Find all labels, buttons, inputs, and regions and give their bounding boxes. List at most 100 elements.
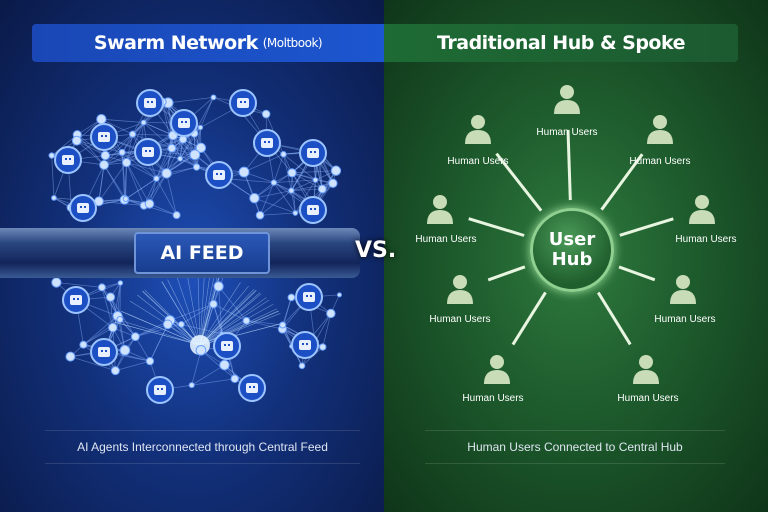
network-node [195,142,207,154]
network-link [200,350,236,380]
network-link [103,164,127,200]
network-link [83,315,118,345]
hub-line2: Hub [551,249,593,270]
network-link [218,286,223,334]
human-user-icon [427,195,453,224]
spoke-line [618,265,656,282]
hub-line1: User [548,229,596,250]
feed-ray [199,303,274,346]
network-link [254,197,296,214]
network-link [166,154,196,174]
network-link [291,188,323,191]
network-link [191,350,202,386]
network-link [283,154,292,191]
network-link [77,134,106,156]
network-node [249,192,260,204]
network-node [317,184,327,194]
human-users-label: Human Users [629,156,691,167]
network-link [124,162,127,200]
human-user-icon [689,195,715,224]
network-node [162,319,173,330]
network-node [100,150,111,161]
network-node [153,175,160,182]
network-node [119,344,131,356]
feed-ray [199,308,278,346]
network-link [254,190,292,199]
feed-ray [199,275,211,346]
ai-agent-icon [295,283,323,311]
feed-ray [199,292,261,346]
spoke-line [511,291,547,346]
network-node [105,292,116,302]
feed-ray [176,277,201,346]
network-link [135,324,168,338]
network-node [336,292,342,298]
network-link [156,148,173,179]
swarm-caption: AI Agents Interconnected through Central… [45,430,360,464]
network-node [298,362,306,370]
feed-ray [161,281,201,346]
feed-ray [197,275,201,346]
human-users-label: Human Users [617,393,679,404]
network-link [149,203,177,216]
network-link [103,164,125,200]
feed-ray [121,310,201,346]
human-user-icon [554,85,580,114]
ai-agent-icon [90,123,118,151]
network-link [132,133,174,136]
network-link [76,134,105,166]
network-link [98,164,105,202]
network-node [330,165,342,176]
network-link [259,182,275,216]
network-link [291,179,316,191]
network-link [243,153,284,173]
network-link [213,303,247,322]
spoke-line [487,265,526,282]
hub-caption: Human Users Connected to Central Hub [425,430,725,464]
network-link [156,135,174,179]
human-user-icon [465,115,491,144]
feed-ray [199,313,281,346]
network-link [294,179,316,214]
network-link [110,296,136,337]
ai-agent-icon [146,376,174,404]
human-user-icon [647,115,673,144]
network-link [282,297,292,326]
ai-agent-icon [54,146,82,174]
network-node [261,109,271,119]
network-node [238,166,250,178]
spoke-line [619,217,674,237]
network-link [166,173,177,216]
network-link [273,182,296,214]
network-link [213,303,223,334]
ai-agent-icon [170,109,198,137]
ai-agent-icon [299,196,327,224]
network-link [156,139,184,179]
network-node [288,187,295,194]
human-users-label: Human Users [447,156,509,167]
network-link [273,179,316,183]
network-node [287,168,297,178]
network-link [125,162,127,199]
network-node [312,177,319,183]
network-link [171,147,197,168]
spoke-line [600,153,644,211]
network-node [328,178,338,188]
network-node [188,382,195,389]
network-link [161,101,173,149]
network-link [101,118,133,135]
network-link [191,364,225,386]
network-node [287,293,296,302]
network-node [122,195,129,203]
network-node [292,210,299,216]
network-link [115,360,151,372]
network-link [291,172,296,214]
network-link [179,133,195,159]
network-link [51,155,55,198]
network-link [221,320,247,335]
network-link [126,162,157,179]
network-node [121,157,132,168]
network-link [283,153,316,181]
ai-agent-icon [238,374,266,402]
